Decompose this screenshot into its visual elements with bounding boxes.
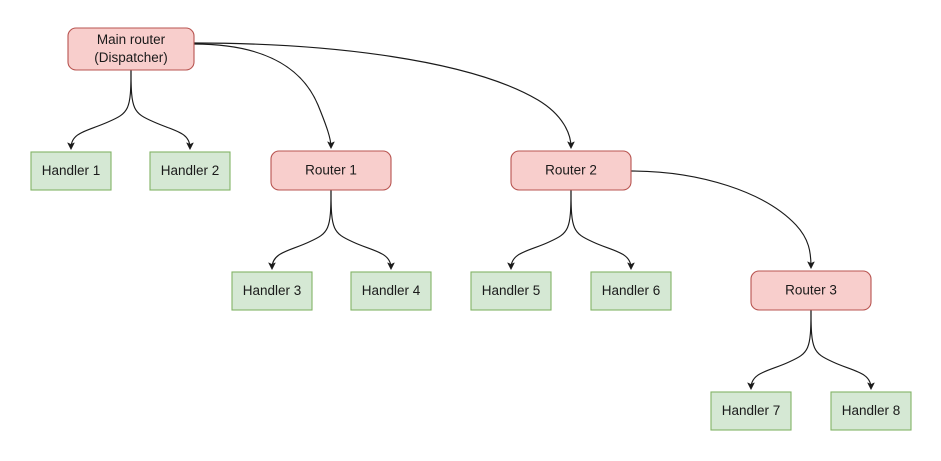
node-shape-router-1 [270,150,392,191]
edge-router-3-to-handler-8 [810,309,871,388]
node-label-line: Router 3 [785,282,837,297]
node-label-line: Handler 8 [842,403,901,418]
node-handler-6[interactable]: Handler 6 [590,271,672,311]
node-label-line: Handler 3 [243,283,302,298]
edge-main-to-handler-1 [71,69,132,148]
node-label-handler-5: Handler 5 [482,283,541,298]
node-shape-handler-4 [350,271,432,311]
node-handler-2[interactable]: Handler 2 [149,151,231,191]
node-shape-handler-6 [590,271,672,311]
node-shape-handler-5 [470,271,552,311]
node-label-line: (Dispatcher) [94,50,168,65]
node-label-line: Handler 4 [362,283,421,298]
node-label-line: Main router [97,32,166,47]
node-label-handler-2: Handler 2 [161,163,220,178]
node-label-router-1: Router 1 [305,162,357,177]
node-label-handler-7: Handler 7 [722,403,781,418]
edge-router-3-to-handler-7 [751,309,812,388]
node-label-handler-3: Handler 3 [243,283,302,298]
node-label-main-router: Main router (Dispatcher) [94,32,168,65]
node-shape-handler-8 [830,391,912,431]
node-label-line: Router 1 [305,162,357,177]
nodes-layer: Main router (Dispatcher) Handler 1 Handler … [30,27,912,431]
node-handler-1[interactable]: Handler 1 [30,151,112,191]
edges-layer [71,42,871,388]
node-label-line: Handler 7 [722,403,781,418]
node-label-router-2: Router 2 [545,162,597,177]
node-label-line: Handler 6 [602,283,661,298]
node-label-handler-6: Handler 6 [602,283,661,298]
edge-main-to-handler-2 [130,69,190,148]
node-router-2[interactable]: Router 2 [510,150,632,191]
node-shape-handler-7 [710,391,792,431]
node-shape-router-3 [750,270,872,311]
node-shape-handler-3 [231,271,313,311]
node-label-line: Handler 2 [161,163,220,178]
node-handler-4[interactable]: Handler 4 [350,271,432,311]
node-label-line: Handler 5 [482,283,541,298]
node-label-handler-1: Handler 1 [42,163,101,178]
node-label-handler-8: Handler 8 [842,403,901,418]
node-handler-3[interactable]: Handler 3 [231,271,313,311]
node-label-line: Handler 1 [42,163,101,178]
edge-router-2-to-router-3 [630,170,811,267]
node-router-3[interactable]: Router 3 [750,270,872,311]
edge-main-to-router-1 [193,43,331,147]
node-label-handler-4: Handler 4 [362,283,421,298]
edge-router-1-to-handler-4 [330,189,391,268]
edge-main-to-router-2 [193,42,571,147]
node-handler-8[interactable]: Handler 8 [830,391,912,431]
node-router-1[interactable]: Router 1 [270,150,392,191]
node-shape-main-router [67,27,195,71]
edge-router-1-to-handler-3 [272,189,332,268]
node-label-line: Router 2 [545,162,597,177]
node-handler-7[interactable]: Handler 7 [710,391,792,431]
edge-router-2-to-handler-5 [511,189,572,268]
edge-router-2-to-handler-6 [570,189,631,268]
node-label-router-3: Router 3 [785,282,837,297]
node-shape-handler-2 [149,151,231,191]
node-shape-router-2 [510,150,632,191]
node-handler-5[interactable]: Handler 5 [470,271,552,311]
node-main-router[interactable]: Main router (Dispatcher) [67,27,195,71]
node-shape-handler-1 [30,151,112,191]
